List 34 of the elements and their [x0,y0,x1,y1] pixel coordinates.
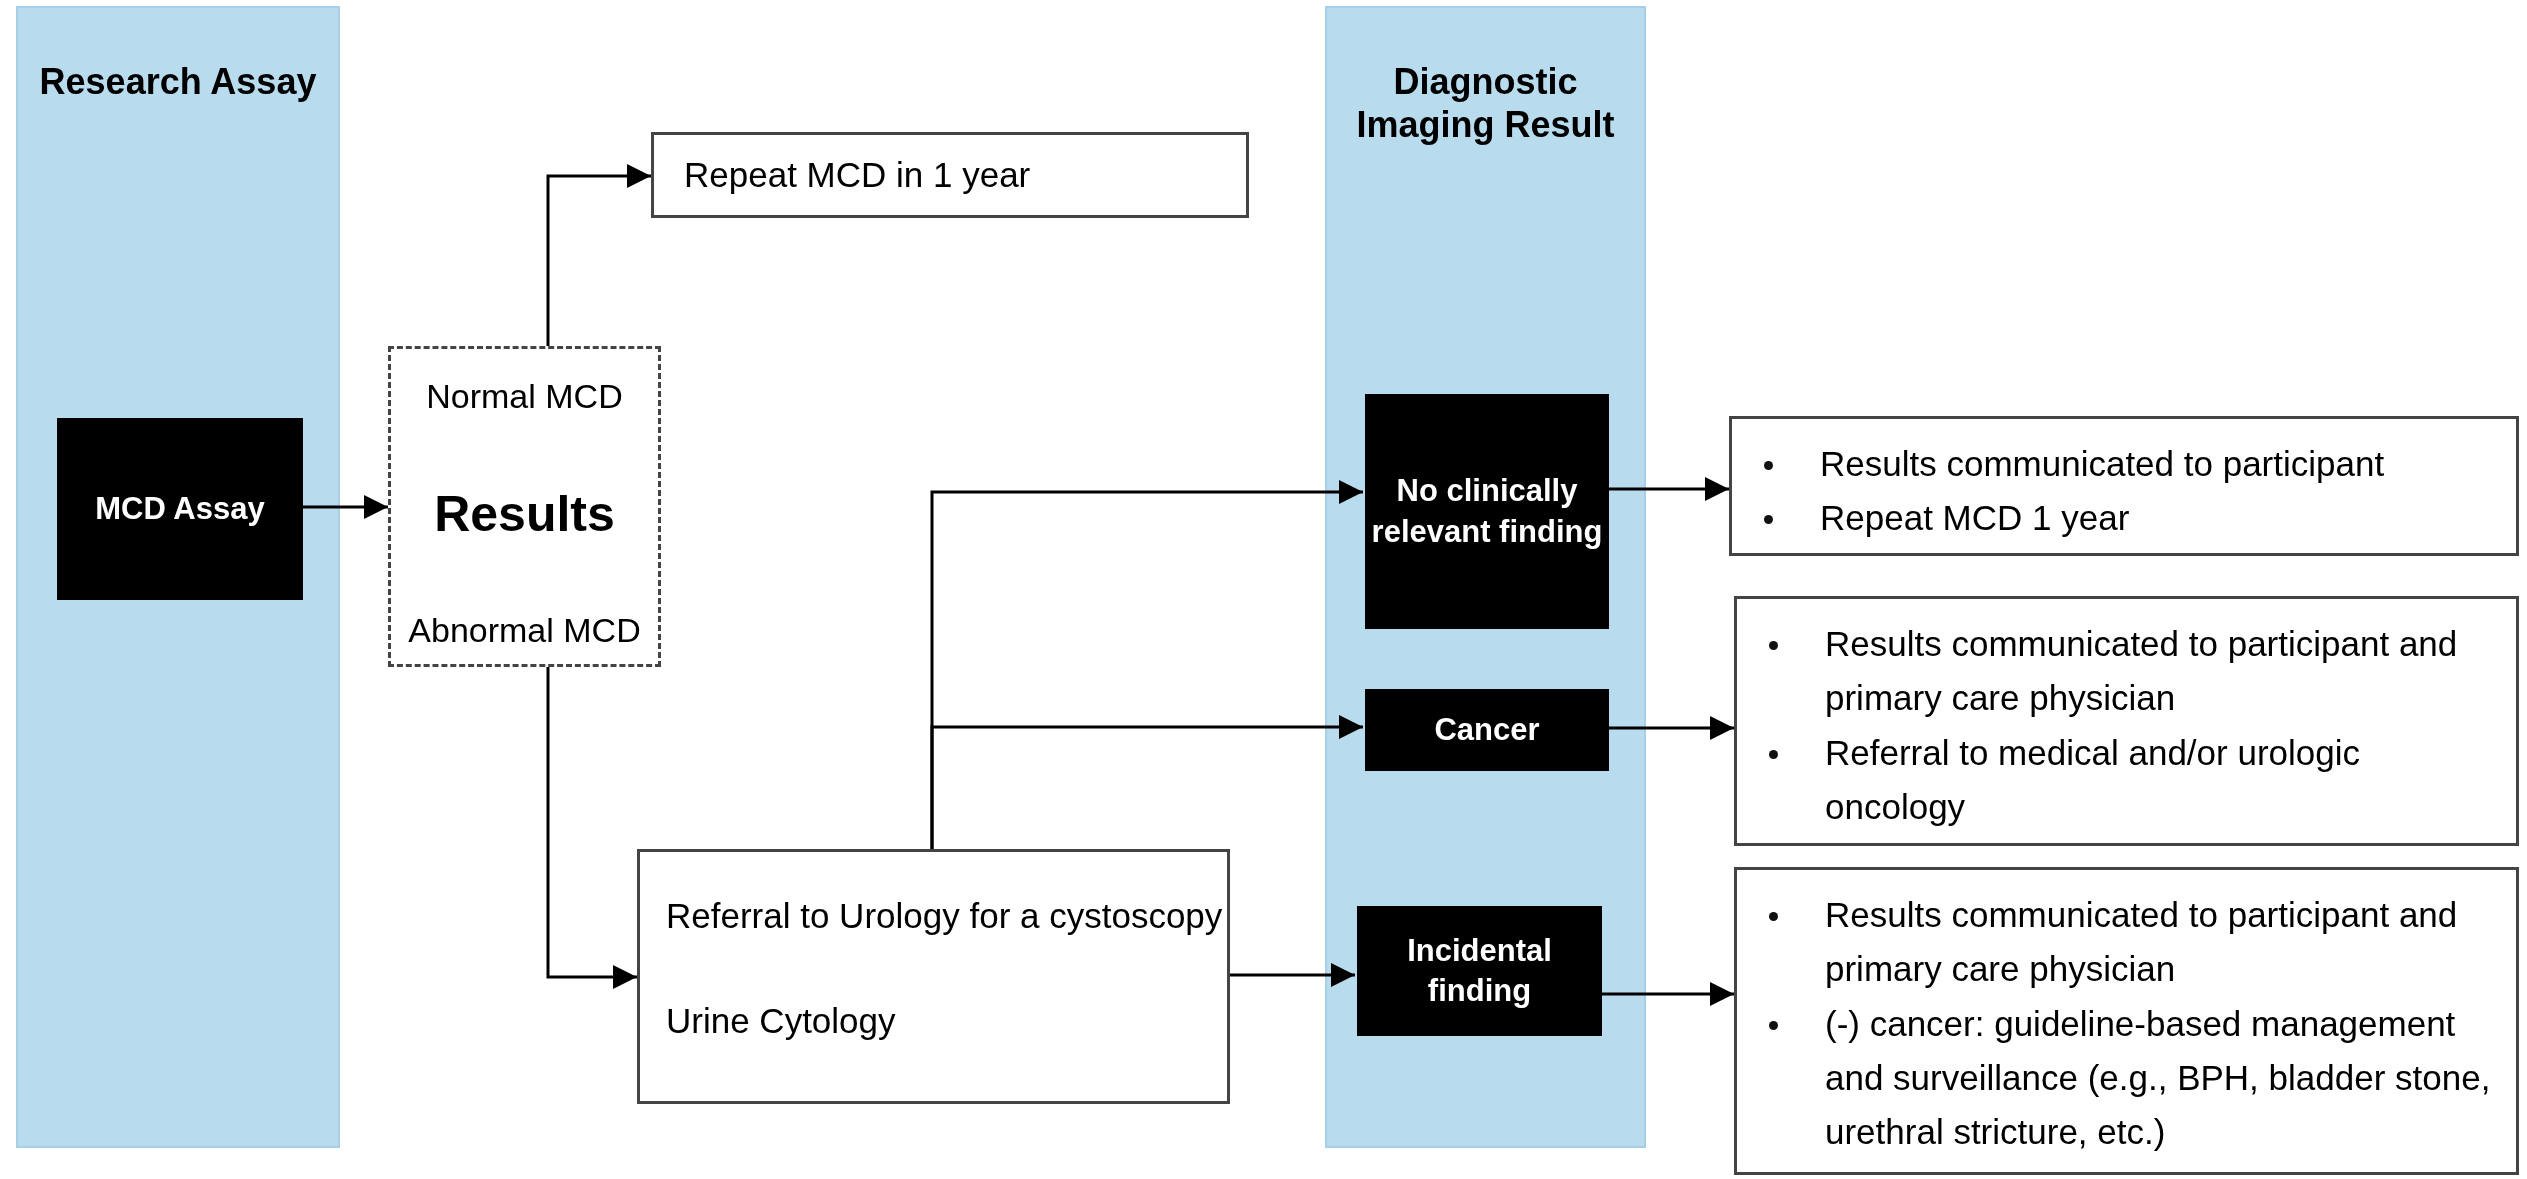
box-label: Repeat MCD in 1 year [684,155,1031,194]
arrow [546,164,651,346]
process-box [1365,394,1609,629]
outcome-box [1729,416,2519,556]
bullet-text: Repeat MCD 1 year [1820,498,2130,538]
result-text: Results [434,485,615,542]
box-label: Incidental finding [1407,932,1552,1008]
bullet-text: Results communicated to participant [1820,444,2385,483]
process-box [1357,906,1602,1036]
process-box [1365,689,1609,771]
results-box [388,346,661,667]
result-text: Abnormal MCD [408,611,641,649]
result-text: Normal MCD [426,377,623,415]
process-box [57,418,303,600]
bullet-text: Referral to medical and/or urologic oncology [1825,732,2360,826]
box-label: Cancer [1434,711,1540,747]
swimlane-band [1325,6,1646,1148]
arrow [930,715,1363,849]
lane-heading: Diagnostic Imaging Result [1356,61,1615,146]
bullet-text: (-) cancer: guideline-based management and surveillance (e.g., BPH, bladder stone, urethral stricture, etc.) [1825,1003,2491,1151]
outcome-box [1734,596,2519,846]
outcome-box [1734,867,2519,1175]
box-text: Urine Cytology [666,1000,896,1040]
swimlane-band [16,6,340,1148]
referral-box [637,849,1230,1104]
arrow [1230,963,1355,987]
lane-heading: Research Assay [39,61,317,102]
box-text: Referral to Urology for a cystoscopy [666,896,1223,935]
box-label: MCD Assay [95,490,265,526]
bullet-text: Results communicated to participant and primary care physician [1825,895,2458,989]
box-label: No clinically relevant finding [1371,473,1603,549]
arrow [546,667,637,989]
action-box [651,132,1249,218]
bullet-text: Results communicated to participant and primary care physician [1825,624,2458,718]
